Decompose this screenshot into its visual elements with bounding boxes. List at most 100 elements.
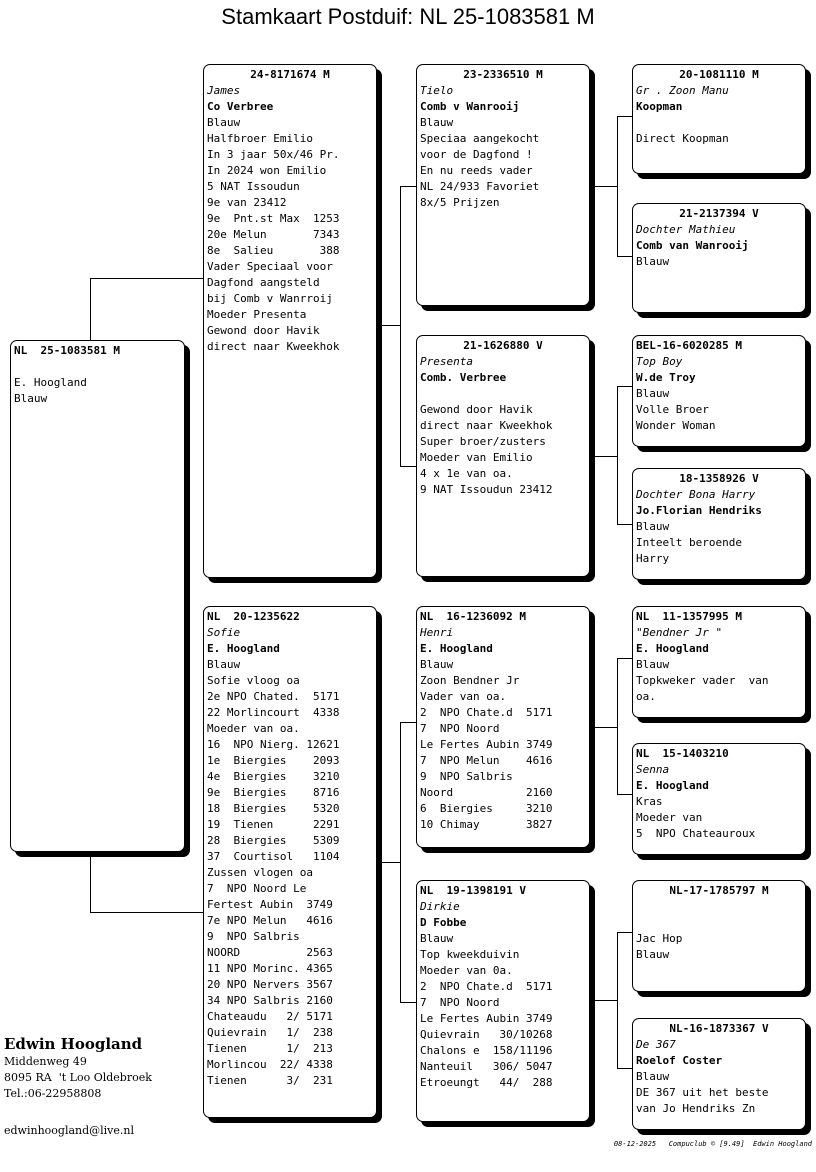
info-line: Etroeungt 44/ 288 xyxy=(420,1076,553,1089)
info-line: Moeder van xyxy=(636,811,703,824)
connector-line xyxy=(617,256,633,257)
info-line: 7 NPO Melun 4616 xyxy=(420,754,553,767)
info-line: Quievrain 30/10268 xyxy=(420,1028,553,1041)
info-line: Tienen 3/ 231 xyxy=(207,1074,333,1087)
info-line: Wonder Woman xyxy=(636,419,716,432)
info-line xyxy=(14,359,181,375)
info-line: 8e Salieu 388 xyxy=(207,244,340,257)
info-line: NOORD 2563 xyxy=(207,946,333,959)
info-line: 8x/5 Prijzen xyxy=(420,196,500,209)
breeder-name: Edwin Hoogland xyxy=(4,1035,143,1053)
info-line: Volle Broer xyxy=(636,403,709,416)
breeder-email[interactable]: edwinhoogland@live.nl xyxy=(4,1124,135,1137)
info-line: NL 24/933 Favoriet xyxy=(420,180,540,193)
info-line: Top kweekduivin xyxy=(420,948,520,961)
pigeon-owner xyxy=(636,915,802,931)
info-line: E. Hoogland xyxy=(14,376,87,389)
info-line: 9 NPO Salbris xyxy=(207,930,300,943)
pigeon-name: Henri xyxy=(420,626,454,639)
pigeon-name: Senna xyxy=(636,763,670,776)
info-line: Super broer/zusters xyxy=(420,435,546,448)
pigeon-owner: Koopman xyxy=(636,100,683,113)
info-line: Dagfond aangsteld xyxy=(207,276,320,289)
connector-line xyxy=(589,186,617,187)
info-line: 11 NPO Morinc. 4365 xyxy=(207,962,333,975)
info-line: Tienen 1/ 213 xyxy=(207,1042,333,1055)
info-line: 4 x 1e van oa. xyxy=(420,467,513,480)
connector-line xyxy=(617,116,633,117)
ring-number: NL 25-1083581 M xyxy=(14,344,120,357)
ring-number: NL 15-1403210 xyxy=(636,747,729,760)
info-line: In 2024 won Emilio xyxy=(207,164,327,177)
info-line: 37 Courtisol 1104 xyxy=(207,850,340,863)
info-line: Topkweker vader van xyxy=(636,674,769,687)
info-line: Le Fertes Aubin 3749 xyxy=(420,738,553,751)
info-line: Gewond door Havik xyxy=(207,324,320,337)
ring-number: 23-2336510 M xyxy=(463,68,543,81)
connector-line xyxy=(589,1000,617,1001)
connector-line xyxy=(589,456,617,457)
info-line: 9e Biergies 8716 xyxy=(207,786,340,799)
info-line: 7 NPO Noord Le xyxy=(207,882,307,895)
ring-number: NL-17-1785797 M xyxy=(669,884,769,897)
pigeon-owner: Co Verbree xyxy=(207,100,274,113)
info-line: voor de Dagfond ! xyxy=(420,148,533,161)
info-line: 5 NPO Chateauroux xyxy=(636,827,756,840)
info-line: 6 Biergies 3210 xyxy=(420,802,553,815)
info-line: 2 NPO Chate.d 5171 xyxy=(420,980,553,993)
pigeon-name: Dochter Bona Harry xyxy=(636,488,756,501)
info-line: Direct Koopman xyxy=(636,132,729,145)
info-line: Vader van oa. xyxy=(420,690,507,703)
info-line: 9e van 23412 xyxy=(207,196,287,209)
info-line: Moeder Presenta xyxy=(207,308,307,321)
info-line: direct naar Kweekhok xyxy=(420,419,553,432)
page-title: Stamkaart Postduif: NL 25-1083581 M xyxy=(221,4,595,29)
pigeon-owner: Comb. Verbree xyxy=(420,371,507,384)
info-line: 16 NPO Nierg. 12621 xyxy=(207,738,340,751)
info-line: 20 NPO Nervers 3567 xyxy=(207,978,333,991)
info-line: Zussen vlogen oa xyxy=(207,866,313,879)
info-line: Chateaudu 2/ 5171 xyxy=(207,1010,333,1023)
connector-line xyxy=(617,116,618,256)
connector-line xyxy=(400,186,417,187)
connector-line xyxy=(617,524,633,525)
info-line: 2 NPO Chate.d 5171 xyxy=(420,706,553,719)
info-line: Blauw xyxy=(636,520,670,533)
info-line: Blauw xyxy=(420,658,454,671)
pigeon-name: Sofie xyxy=(207,626,241,639)
pigeon-name: De 367 xyxy=(636,1038,676,1051)
ring-number: 18-1358926 V xyxy=(679,472,759,485)
info-line: 9 NPO Salbris xyxy=(420,770,513,783)
info-line: Morlincou 22/ 4338 xyxy=(207,1058,333,1071)
connector-line xyxy=(617,386,618,524)
connector-line xyxy=(90,278,91,340)
info-line: Sofie vloog oa xyxy=(207,674,300,687)
info-line xyxy=(420,386,586,402)
breeder-city: 8095 RA 't Loo Oldebroek xyxy=(4,1071,152,1084)
pigeon-owner: Comb v Wanrooij xyxy=(420,100,520,113)
pigeon-owner: Jo.Florian Hendriks xyxy=(636,504,762,517)
pigeon-name: "Bendner Jr " xyxy=(636,626,723,639)
info-line: bij Comb v Wanrroij xyxy=(207,292,333,305)
info-line: oa. xyxy=(636,690,656,703)
info-line: Speciaa aangekocht xyxy=(420,132,540,145)
info-line: In 3 jaar 50x/46 Pr. xyxy=(207,148,340,161)
pigeon-owner: E. Hoogland xyxy=(636,779,709,792)
info-line: 5 NAT Issoudun xyxy=(207,180,300,193)
info-line: 4e Biergies 3210 xyxy=(207,770,340,783)
